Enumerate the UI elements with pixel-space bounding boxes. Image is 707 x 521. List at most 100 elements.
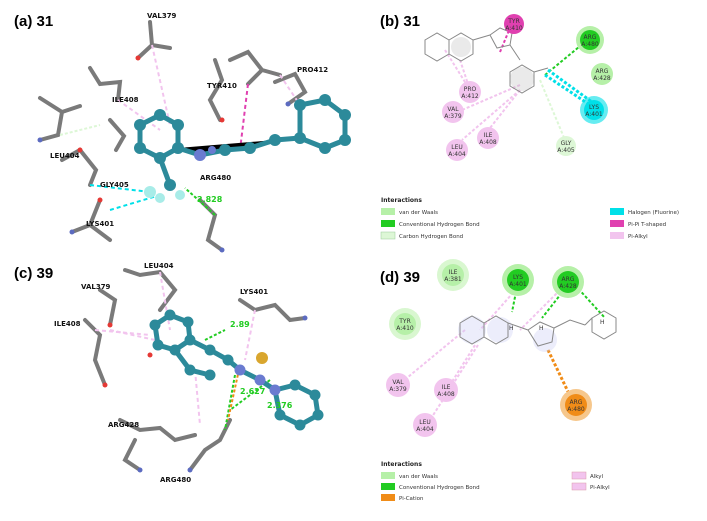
hbond-distance: 2.89	[230, 320, 250, 329]
svg-text:VAL: VAL	[447, 106, 459, 113]
residue-label: PRO412	[297, 66, 328, 74]
panel-a-interactions	[59, 44, 301, 216]
panel-b-ligand-structure	[424, 27, 549, 94]
residue-label: ILE408	[54, 320, 81, 328]
svg-text:A:410: A:410	[396, 325, 414, 332]
svg-text:A:428: A:428	[559, 283, 577, 290]
svg-text:A:408: A:408	[437, 391, 455, 398]
svg-text:A:408: A:408	[479, 139, 497, 146]
svg-text:ARG: ARG	[562, 276, 575, 283]
svg-text:A:480: A:480	[581, 41, 599, 48]
residue-tyr410: TYR A:410	[504, 14, 524, 34]
legend-swatch-pialkyl	[571, 482, 587, 491]
svg-text:A:381: A:381	[444, 276, 462, 283]
residue-label: ARG480	[200, 174, 231, 182]
legend-item: Conventional Hydrogen Bond	[399, 222, 480, 228]
svg-text:A:379: A:379	[444, 113, 462, 120]
svg-text:A:404: A:404	[416, 426, 434, 433]
svg-text:ARG: ARG	[584, 34, 597, 41]
residue-arg480: ARG A:480	[560, 389, 592, 421]
panel-a-residue-labels: VAL379 ILE408 TYR410 PRO412 LEU404 GLY40…	[50, 12, 328, 228]
legend-swatch-hbond	[381, 220, 395, 227]
legend-swatch-vdw	[381, 472, 395, 479]
panel-a-ligand-bonds	[137, 97, 348, 188]
residue-arg428: ARG A:428	[552, 266, 584, 298]
panel-d-atom-labels: H H H	[509, 319, 605, 332]
residue-label: ARG428	[108, 421, 139, 429]
residue-arg480: ARG A:480	[576, 26, 604, 54]
panel-b: (b) 31	[380, 13, 679, 240]
panel-c-oxygen-atoms	[102, 322, 153, 388]
svg-text:A:404: A:404	[448, 151, 466, 158]
residue-tyr410: TYR A:410	[389, 308, 421, 340]
legend-item: Carbon Hydrogen Bond	[399, 234, 463, 240]
panel-c-nitrogen-atoms	[137, 315, 308, 473]
panel-a-ligand-nitrogens	[194, 146, 216, 161]
svg-text:LYS: LYS	[513, 274, 523, 281]
residue-lys401: LYS A:401	[580, 96, 608, 124]
residue-ile408: ILE A:408	[434, 378, 458, 402]
legend-item: Pi-Alkyl	[590, 485, 610, 491]
residue-label: LEU404	[144, 262, 174, 270]
legend-swatch-pialkyl	[610, 232, 624, 239]
panel-b-ring-glow	[451, 37, 534, 91]
svg-text:A:405: A:405	[557, 147, 575, 154]
svg-text:ARG: ARG	[570, 399, 583, 406]
svg-text:VAL: VAL	[392, 379, 404, 386]
panel-b-label: (b) 31	[380, 13, 420, 30]
svg-text:LEU: LEU	[451, 144, 463, 151]
legend-item: van der Waals	[399, 210, 438, 216]
residue-leu404: LEU A:404	[413, 413, 437, 437]
hbond-distance: 2.376	[267, 401, 293, 410]
hbond-distance: 2.627	[240, 387, 265, 396]
panel-c-residue-labels: LEU404 VAL379 LYS401 ILE408 ARG428 ARG48…	[54, 262, 268, 484]
panel-d-legend: Interactions van der Waals Conventional …	[381, 461, 610, 502]
legend-item: Pi-Pi T-shaped	[628, 222, 666, 228]
svg-text:A:401: A:401	[509, 281, 527, 288]
legend-title: Interactions	[381, 461, 422, 468]
svg-text:TYR: TYR	[398, 318, 411, 325]
svg-text:A:410: A:410	[505, 25, 523, 32]
panel-d: (d) 39 H H H	[380, 259, 617, 502]
panel-c-label: (c) 39	[14, 265, 53, 282]
svg-text:LYS: LYS	[589, 104, 599, 111]
legend-item: Conventional Hydrogen Bond	[399, 485, 480, 491]
svg-text:LEU: LEU	[419, 419, 431, 426]
legend-item: Pi-Cation	[399, 496, 424, 502]
residue-leu404: LEU A:404	[446, 139, 468, 161]
panel-c-sulfur-atom	[256, 352, 268, 364]
residue-ile381: ILE A:381	[437, 259, 469, 291]
residue-val379: VAL A:379	[442, 101, 464, 123]
legend-swatch-pication	[381, 494, 395, 501]
panel-a-label: (a) 31	[14, 13, 53, 30]
residue-arg428: ARG A:428	[591, 63, 613, 85]
legend-item: Pi-Alkyl	[628, 234, 648, 240]
panel-a-protein-sticks	[38, 20, 308, 252]
legend-item: Alkyl	[590, 474, 604, 480]
legend-item: Halogen (Fluorine)	[628, 210, 679, 216]
panel-a-fluorine-atoms	[144, 186, 185, 203]
legend-swatch-alkyl	[571, 471, 587, 480]
residue-label: VAL379	[147, 12, 177, 20]
panel-d-ligand-structure	[459, 310, 617, 347]
residue-pro412: PRO A:412	[459, 81, 481, 103]
svg-text:ILE: ILE	[442, 384, 451, 391]
svg-text:ILE: ILE	[449, 269, 458, 276]
svg-text:PRO: PRO	[464, 86, 477, 93]
panel-b-residues: TYR A:410 ARG A:480 ARG A:428 PRO A:412	[442, 14, 613, 161]
residue-lys401: LYS A:401	[502, 264, 534, 296]
panel-b-interactions	[444, 27, 593, 141]
panel-d-ring-glow	[458, 316, 557, 352]
residue-label: LYS401	[240, 288, 268, 296]
panel-c-ligand-nitrogens	[234, 364, 281, 396]
hydrogen-label: H	[509, 325, 514, 332]
residue-label: VAL379	[81, 283, 111, 291]
svg-text:A:379: A:379	[389, 386, 407, 393]
residue-val379: VAL A:379	[386, 373, 410, 397]
residue-label: LEU404	[50, 152, 80, 160]
panel-a-oxygen-atoms	[77, 55, 225, 203]
panel-c-interactions	[94, 271, 271, 431]
residue-ile408: ILE A:408	[477, 127, 499, 149]
panel-c-ligand-atoms	[149, 309, 324, 431]
panel-c: (c) 39	[14, 262, 324, 484]
